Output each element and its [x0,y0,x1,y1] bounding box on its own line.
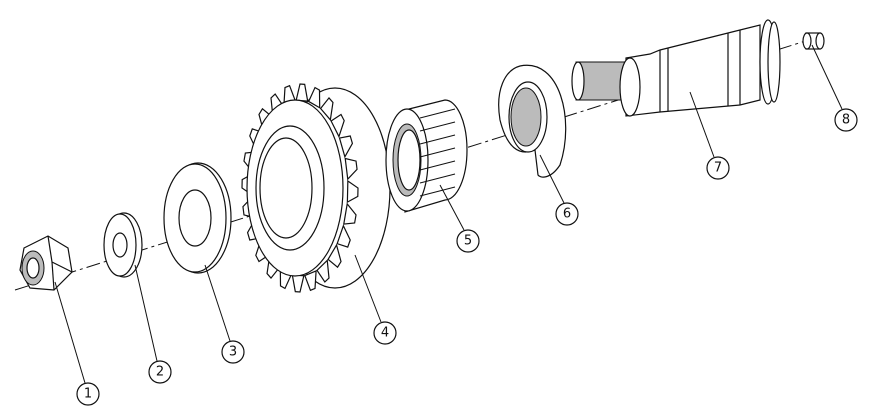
part-shaft [571,19,781,117]
svg-text:1: 1 [84,387,92,402]
bearing-needle [419,108,456,119]
svg-text:2: 2 [156,365,164,380]
svg-text:8: 8 [842,113,850,128]
callout-2: 2 [148,360,172,384]
part-needle-bearing [385,99,468,213]
bearing-needle [419,121,456,132]
callout-6: 6 [555,202,579,226]
gear-tooth [346,179,359,204]
callout-3: 3 [221,340,245,364]
callout-4: 4 [373,321,397,345]
gear-tooth [330,113,345,139]
bearing-needle [419,147,456,158]
callout-7: 7 [706,156,730,180]
bearing-needle [419,173,456,184]
gear-tooth [291,274,305,293]
svg-text:3: 3 [229,345,237,360]
gear-tooth [338,135,354,159]
leader-lines [54,44,843,384]
gear-tooth [307,86,321,109]
gear-tooth [344,157,358,181]
svg-text:5: 5 [464,234,472,249]
part-thrust-washer [498,64,567,178]
gear-tooth [343,202,357,225]
bearing-needle [419,186,456,197]
svg-text:6: 6 [563,207,571,222]
gear-tooth [316,259,330,283]
part-spur-gear [241,83,391,293]
gear-tooth [327,243,342,269]
svg-text:4: 4 [381,326,389,341]
part-large-washer [163,162,232,274]
gear-tooth [295,83,309,102]
gear-tooth [319,96,334,122]
gear-tooth [304,269,317,292]
bearing-needle [419,160,456,171]
part-small-washer [103,212,143,278]
part-lock-nut [19,235,73,291]
bearing-needle [419,134,456,145]
callout-1: 1 [76,382,100,406]
gear-tooth [336,224,351,248]
callout-5: 5 [456,229,480,253]
part-plug [802,32,825,50]
svg-text:7: 7 [714,161,722,176]
callout-8: 8 [834,108,858,132]
